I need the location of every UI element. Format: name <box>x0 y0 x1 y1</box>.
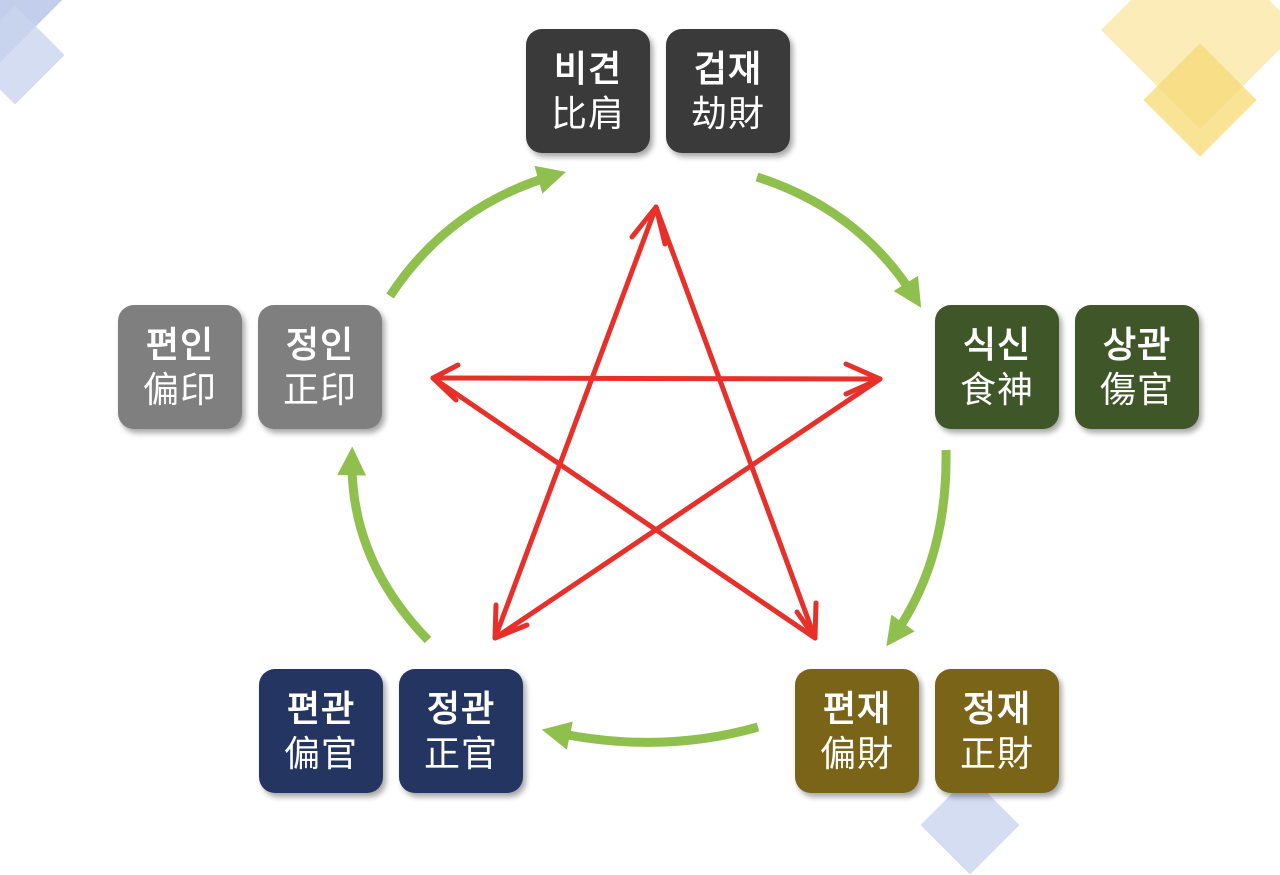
tile-hanja-label: 傷官 <box>1099 370 1174 411</box>
tile-hanja-label: 食神 <box>959 370 1034 411</box>
generating-arrow-wealth-to-officer <box>541 721 760 750</box>
tile-korean-label: 상관 <box>1102 324 1172 366</box>
tile-hanja-label: 正財 <box>959 734 1034 775</box>
tile-korean-label: 식신 <box>962 324 1032 366</box>
generating-arrow-officer-to-resource <box>337 446 432 644</box>
controlling-arrowhead-right <box>843 361 883 397</box>
tile-jeongin: 정인 正印 <box>258 305 382 429</box>
controlling-arrowhead-bottom-right <box>794 600 819 641</box>
generating-arrow-peer-to-output <box>755 172 922 308</box>
tile-sanggwan: 상관 傷官 <box>1075 305 1199 429</box>
generating-arrow-output-to-wealth <box>886 449 951 647</box>
tile-korean-label: 정인 <box>285 324 355 366</box>
tile-korean-label: 편재 <box>822 688 892 730</box>
tile-jeonggwan: 정관 正官 <box>399 669 523 793</box>
controlling-line-4 <box>653 204 818 641</box>
tile-pyeonin: 편인 偏印 <box>118 305 242 429</box>
tile-siksin: 식신 食神 <box>935 305 1059 429</box>
generating-arrow-resource-to-peer <box>386 165 567 299</box>
tile-hanja-label: 偏印 <box>142 370 217 411</box>
tile-korean-label: 비견 <box>553 48 623 90</box>
tile-korean-label: 정재 <box>962 688 1032 730</box>
controlling-arrowhead-left <box>430 362 461 403</box>
tile-korean-label: 겁재 <box>693 48 763 90</box>
tile-korean-label: 편관 <box>286 688 356 730</box>
tile-hanja-label: 比肩 <box>550 94 625 135</box>
tile-geopjae: 겁재 劫財 <box>666 29 790 153</box>
controlling-arrowhead-bottom-left <box>492 602 530 641</box>
controlling-line-5 <box>430 375 818 641</box>
tile-bigyeon: 비견 比肩 <box>526 29 650 153</box>
controlling-arrowhead-top <box>629 204 668 247</box>
controlling-line-1 <box>430 375 883 382</box>
tile-korean-label: 편인 <box>145 324 215 366</box>
tile-hanja-label: 正官 <box>423 734 498 775</box>
tile-korean-label: 정관 <box>426 688 496 730</box>
tile-pyeongwan: 편관 偏官 <box>259 669 383 793</box>
tile-hanja-label: 正印 <box>282 370 357 411</box>
arrows-layer <box>337 165 951 750</box>
tile-hanja-label: 劫財 <box>690 94 765 135</box>
tile-hanja-label: 偏官 <box>283 734 358 775</box>
tile-pyeonjae: 편재 偏財 <box>795 669 919 793</box>
controlling-line-3 <box>492 204 659 641</box>
controlling-line-2 <box>492 376 883 641</box>
tile-hanja-label: 偏財 <box>819 734 894 775</box>
tile-jeongjae: 정재 正財 <box>935 669 1059 793</box>
